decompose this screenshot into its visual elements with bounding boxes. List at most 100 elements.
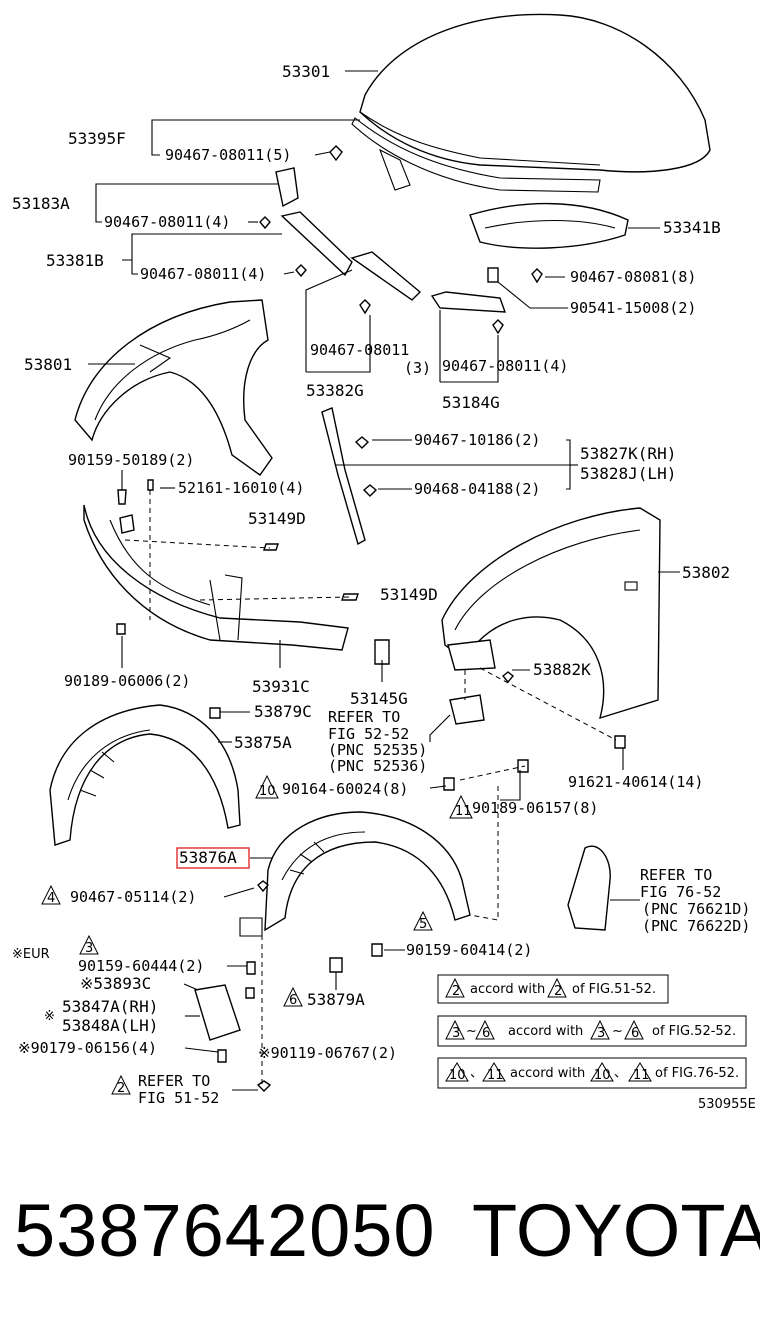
svg-text:accord with: accord with [508,1024,583,1039]
label-90467-08011-4c: 90467-08011(4) [442,357,568,375]
diagram-code: 530955E [698,1097,756,1112]
marker-3: 3 [85,941,93,956]
bolt-icon [116,623,126,635]
footer-part-number: 5387642050 [14,1189,436,1272]
label-53149D-a: 53149D [248,509,306,528]
label-refer-fig-51-52: FIG 51-52 [138,1089,219,1107]
svg-text:、: 、 [614,1066,627,1081]
clip-icon [295,264,307,278]
bolt-icon [245,987,255,999]
label-90159-50189: 90159-50189(2) [68,451,194,469]
label-53341B: 53341B [663,218,721,237]
label-eur: ※EUR [12,947,50,962]
svg-text:10: 10 [594,1068,611,1083]
bolt-icon [443,777,455,791]
hood-53301 [351,13,711,193]
pad-53149D [341,593,359,601]
bracket-53847A [194,984,241,1041]
clip-icon [329,145,343,162]
cushion-icon [487,267,499,283]
svg-text:2: 2 [452,984,460,999]
svg-text:of FIG.51-52.: of FIG.51-52. [572,982,656,997]
label-90467-08081: 90467-08081(8) [570,268,696,286]
label-53301: 53301 [282,62,330,81]
label-90467-10186: 90467-10186(2) [414,431,540,449]
label-53931C: 53931C [252,677,310,696]
label-53828J: 53828J(LH) [580,464,676,483]
fender-liner-53876A [239,811,471,937]
svg-text:of FIG.52-52.: of FIG.52-52. [652,1024,736,1039]
label-90159-60444: 90159-60444(2) [78,957,204,975]
label-90164-60024: 90164-60024(8) [282,780,408,798]
legend-row-3: 10 、 11 accord with 10 、 11 of FIG.76-52… [437,1057,747,1089]
seal-53827K [321,407,366,546]
label-90468-04188: 90468-04188(2) [414,480,540,498]
clip-icon [492,319,504,335]
bolt-icon [246,961,256,975]
hood-seal-53341B [469,202,629,249]
label-53875A: 53875A [234,733,292,752]
label-refer-fig-52-52: FIG 52-52 [328,725,409,743]
legend-row-1: 2 accord with 2 of FIG.51-52. [437,974,669,1004]
clip-icon [502,671,514,684]
label-53183A: 53183A [12,194,70,213]
label-53184G: 53184G [442,393,500,412]
label-53382G: 53382G [306,381,364,400]
legend-row-2: 3 ~ 6 accord with 3 ~ 6 of FIG.52-52. [437,1015,747,1047]
legend: 2 accord with 2 of FIG.51-52. 3 ~ 6 acco… [437,974,747,1089]
note-markers: 4 3 10 11 5 6 2 [41,774,473,1096]
label-91621-40614: 91621-40614(14) [568,773,703,791]
label-53801: 53801 [24,355,72,374]
svg-text:10: 10 [449,1068,466,1083]
svg-text:accord with: accord with [470,982,545,997]
label-refer-to-2: REFER TO [640,866,712,884]
svg-text:~: ~ [466,1024,477,1039]
label-90467-08011-5: 90467-08011(5) [165,146,291,164]
svg-text:3: 3 [597,1026,605,1041]
label-90179-06156: ※90179-06156(4) [18,1039,157,1057]
footer-brand: TOYOTA [472,1189,760,1272]
label-90467-08011-3-qty: (3) [404,359,431,377]
fender-53802 [441,507,661,720]
label-refer-to-1: REFER TO [328,708,400,726]
label-53149D-b: 53149D [380,585,438,604]
leader-lines [88,70,680,1091]
label-53876A: 53876A [179,848,237,867]
bolt-icon [614,735,626,749]
marker-5: 5 [419,917,427,932]
clip-53145G [374,639,390,665]
label-53145G: 53145G [350,689,408,708]
marker-2: 2 [117,1081,125,1096]
fender-liner-53801 [74,299,273,476]
label-53848A: 53848A(LH) [62,1016,158,1035]
label-90541-15008: 90541-15008(2) [570,299,696,317]
screw-icon [117,489,127,505]
hood-protector-53183A [275,167,299,208]
bolt-icon [217,1049,227,1063]
label-53882K: 53882K [533,660,591,679]
bracket-53184G [430,291,507,313]
clip-icon [362,484,378,497]
label-53381B: 53381B [46,251,104,270]
mudguard [567,845,611,931]
clip-icon [359,299,371,315]
hood-protector-53381B [280,211,353,277]
clip-icon [256,1080,272,1092]
fender-liner-53875A [49,704,241,846]
label-53893C: ※53893C [80,974,151,993]
highlight-box-53876A [176,847,250,869]
label-90467-08011-4b: 90467-08011(4) [140,265,266,283]
bolt-icon [371,943,383,957]
svg-text:of FIG.76-52.: of FIG.76-52. [655,1066,739,1081]
svg-text:3: 3 [452,1026,460,1041]
seal-53382G [350,251,422,301]
clip-53879A [329,957,343,973]
label-pnc-52535: (PNC 52535) [328,741,427,759]
label-90467-08011-3: 90467-08011 [310,341,409,359]
label-star: ※ [44,1009,55,1024]
label-pnc-52536: (PNC 52536) [328,757,427,775]
label-90467-08011-4a: 90467-08011(4) [104,213,230,231]
svg-text:、: 、 [470,1066,483,1081]
clip-icon [259,216,271,230]
svg-text:11: 11 [487,1068,504,1083]
